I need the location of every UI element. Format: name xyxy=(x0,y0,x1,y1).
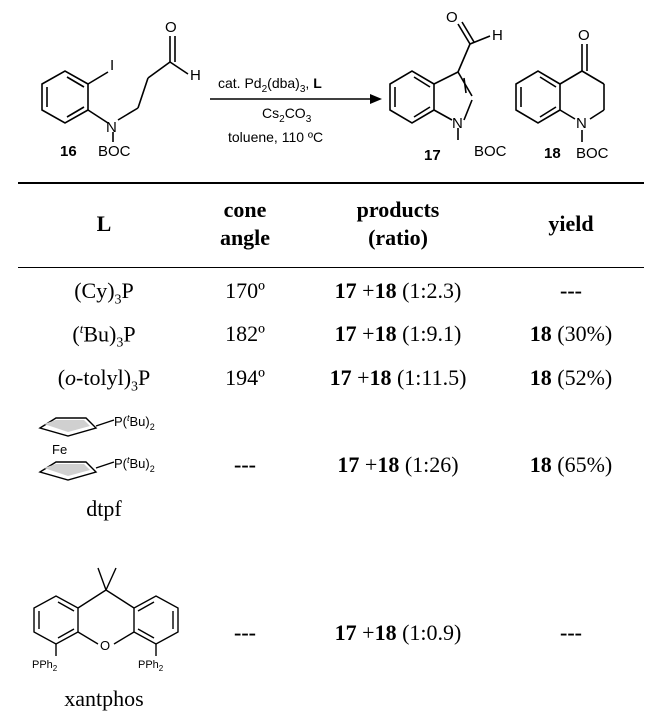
header-products: products(ratio) xyxy=(356,197,440,250)
table-top-rule xyxy=(18,182,644,184)
reactant-number: 16 xyxy=(60,143,77,160)
cone-angle-cell: 170º xyxy=(225,278,265,303)
cone-angle-cell: --- xyxy=(234,452,256,477)
products-cell: 17 +18 (1:9.1) xyxy=(334,321,462,346)
ligand-name: xantphos xyxy=(64,686,144,711)
products-cell: 17 +18 (1:0.9) xyxy=(334,620,462,645)
reaction-scheme: I N BOC 16 O H cat. Pd2(dba)3, L Cs2CO3 … xyxy=(41,9,609,164)
xantphos-structure: O PPh2 PPh2 xyxy=(32,567,179,672)
condition-solvent-temp: toluene, 110 ºC xyxy=(228,129,323,145)
products-cell: 17 +18 (1:2.3) xyxy=(334,278,462,303)
product17-oxygen: O xyxy=(446,9,458,26)
reactant-oxygen: O xyxy=(165,19,177,36)
yield-cell: 18 (30%) xyxy=(529,321,613,346)
cone-angle-cell: 182º xyxy=(225,321,265,346)
ligand-cell: (tBu)3P xyxy=(72,321,136,351)
product17-number: 17 xyxy=(424,147,441,164)
product18-nitrogen: N xyxy=(576,115,587,132)
condition-catalyst: cat. Pd2(dba)3, L xyxy=(218,75,322,95)
pph2-group: PPh2 xyxy=(138,659,164,672)
ligand-name: dtpf xyxy=(86,496,122,521)
reactant-hydrogen: H xyxy=(190,67,201,84)
header-ligand: L xyxy=(96,211,112,236)
dtpf-structure: Fe P(tBu)2 P(tBu)2 xyxy=(38,413,155,481)
products-cell: 17 +18 (1:26) xyxy=(337,452,459,477)
yield-cell: 18 (52%) xyxy=(529,365,613,390)
reactant-nitrogen: N xyxy=(106,119,117,136)
xanthene-oxygen: O xyxy=(100,638,110,653)
ligand-cell: (o-tolyl)3P xyxy=(57,365,151,395)
product18-oxygen: O xyxy=(578,27,590,44)
yield-cell: --- xyxy=(560,278,582,303)
table-header-rule xyxy=(18,267,644,268)
phosphine-group: P(tBu)2 xyxy=(114,413,155,432)
cone-angle-cell: --- xyxy=(234,620,256,645)
pph2-group: PPh2 xyxy=(32,659,58,672)
cone-angle-cell: 194º xyxy=(225,365,265,390)
products-cell: 17 +18 (1:11.5) xyxy=(329,365,467,390)
product18-boc: BOC xyxy=(576,145,609,162)
yield-cell: 18 (65%) xyxy=(529,452,613,477)
product17-boc: BOC xyxy=(474,143,507,160)
phosphine-group: P(tBu)2 xyxy=(114,455,155,474)
product17-hydrogen: H xyxy=(492,27,503,44)
reactant-iodo: I xyxy=(110,57,114,74)
header-yield: yield xyxy=(548,211,594,236)
product18-number: 18 xyxy=(544,145,561,162)
condition-base: Cs2CO3 xyxy=(262,105,312,125)
product17-nitrogen: N xyxy=(452,115,463,132)
yield-cell: --- xyxy=(560,620,582,645)
ligand-cell: (Cy)3P xyxy=(74,278,134,308)
iron-label: Fe xyxy=(52,442,67,457)
reactant-boc: BOC xyxy=(98,143,131,160)
